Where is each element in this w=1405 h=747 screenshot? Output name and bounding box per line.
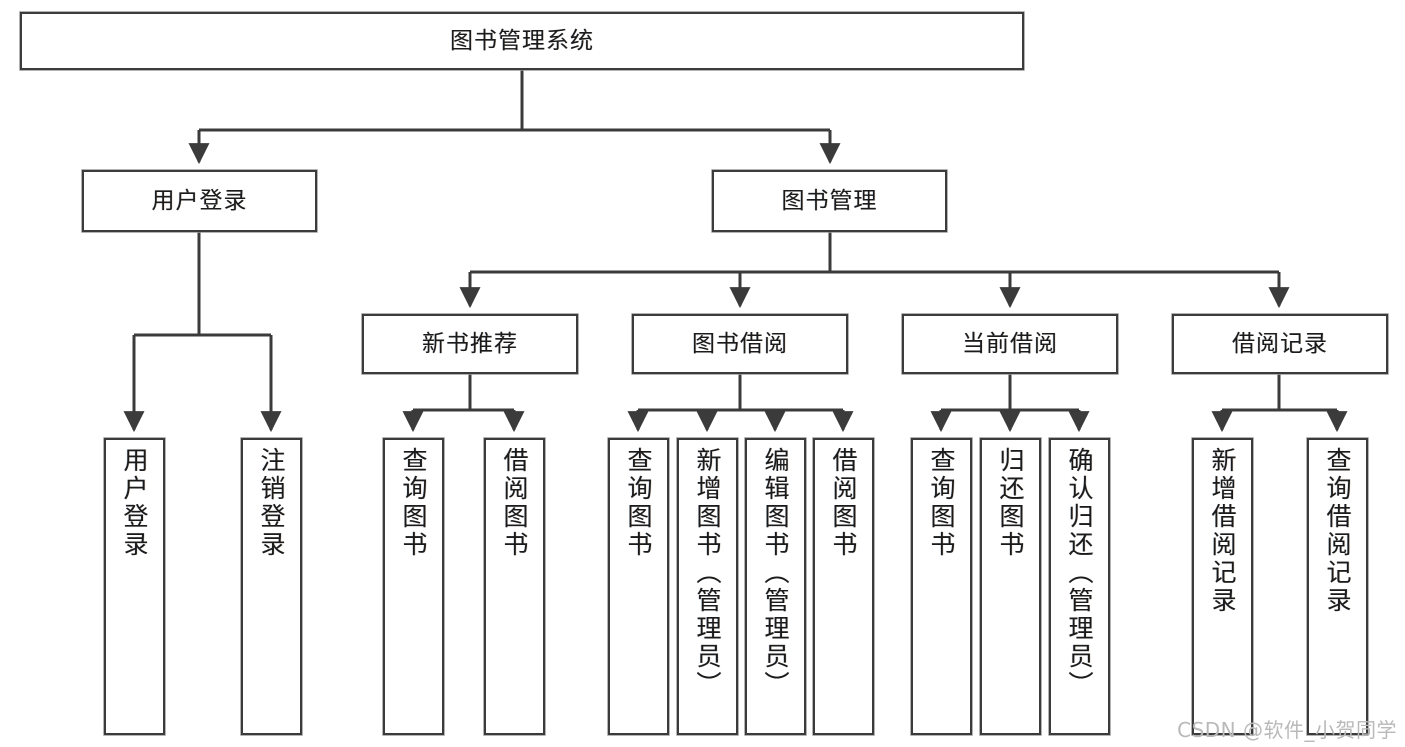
node-leaf-book-borrow-query[interactable]: 查询图书 xyxy=(608,438,669,735)
node-label: 用户登录 xyxy=(120,447,149,559)
node-label: 查询图书 xyxy=(399,447,428,559)
node-leaf-user-login-login[interactable]: 用户登录 xyxy=(104,438,165,735)
node-label: 新增借阅记录 xyxy=(1208,447,1237,615)
node-label: 图书借阅 xyxy=(692,330,788,357)
node-label: 查询图书 xyxy=(624,447,653,559)
node-leaf-book-borrow-edit[interactable]: 编辑图书（管理员） xyxy=(745,438,806,735)
node-leaf-borrow-record-query[interactable]: 查询借阅记录 xyxy=(1307,438,1368,735)
node-label: 新书推荐 xyxy=(422,330,518,357)
node-label: 当前借阅 xyxy=(962,330,1058,357)
watermark: CSDN @软件_小贺同学 xyxy=(1177,718,1397,742)
node-submodule-current-borrow[interactable]: 当前借阅 xyxy=(902,314,1118,374)
node-label: 用户登录 xyxy=(151,187,248,214)
node-label: 借阅图书 xyxy=(500,447,529,559)
node-leaf-new-book-query[interactable]: 查询图书 xyxy=(383,438,444,735)
node-leaf-user-login-logout[interactable]: 注销登录 xyxy=(241,438,302,735)
node-label: 查询图书 xyxy=(927,447,956,559)
node-leaf-borrow-record-add[interactable]: 新增借阅记录 xyxy=(1192,438,1253,735)
node-label: 新增图书（管理员） xyxy=(693,447,722,699)
node-leaf-new-book-borrow[interactable]: 借阅图书 xyxy=(484,438,545,735)
node-label: 借阅图书 xyxy=(829,447,858,559)
node-label: 确认归还（管理员） xyxy=(1065,447,1094,699)
node-module-user-login[interactable]: 用户登录 xyxy=(82,170,317,232)
node-module-book-manage[interactable]: 图书管理 xyxy=(712,170,947,232)
node-root-system[interactable]: 图书管理系统 xyxy=(20,12,1024,70)
node-leaf-current-borrow-confirm-return[interactable]: 确认归还（管理员） xyxy=(1049,438,1110,735)
node-label: 查询借阅记录 xyxy=(1323,447,1352,615)
node-label: 图书管理系统 xyxy=(450,27,594,54)
node-leaf-current-borrow-query[interactable]: 查询图书 xyxy=(911,438,972,735)
node-submodule-borrow-record[interactable]: 借阅记录 xyxy=(1172,314,1388,374)
node-leaf-book-borrow-add[interactable]: 新增图书（管理员） xyxy=(677,438,738,735)
node-label: 注销登录 xyxy=(257,447,286,559)
node-leaf-current-borrow-return[interactable]: 归还图书 xyxy=(980,438,1041,735)
node-label: 归还图书 xyxy=(996,447,1025,559)
node-leaf-book-borrow-borrow[interactable]: 借阅图书 xyxy=(813,438,874,735)
node-submodule-new-book-recommend[interactable]: 新书推荐 xyxy=(362,314,578,374)
node-label: 借阅记录 xyxy=(1232,330,1328,357)
node-submodule-book-borrow[interactable]: 图书借阅 xyxy=(632,314,848,374)
node-label: 编辑图书（管理员） xyxy=(761,447,790,699)
node-label: 图书管理 xyxy=(781,187,878,214)
